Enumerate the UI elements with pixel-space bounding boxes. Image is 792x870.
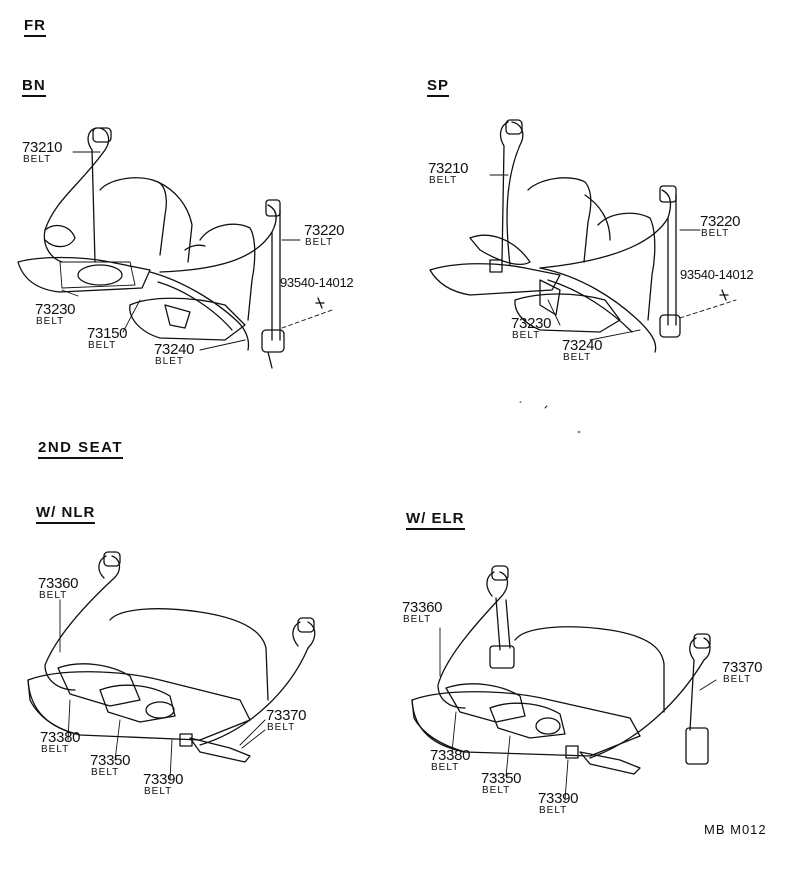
part-number: 73360 bbox=[402, 599, 443, 616]
part-name: BELT bbox=[91, 767, 120, 778]
bn-part-93540: 93540-14012 bbox=[280, 275, 354, 290]
nlr-part-73380: 73380 BELT bbox=[40, 729, 81, 756]
part-name: BELT bbox=[723, 674, 752, 685]
nlr-part-73390: 73390 BELT bbox=[143, 771, 184, 798]
part-number: 73210 bbox=[428, 160, 469, 177]
bn-part-73220: 73220 BELT bbox=[304, 222, 345, 249]
heading-sp: SP bbox=[427, 78, 450, 97]
heading-w-elr: W/ ELR bbox=[406, 511, 465, 530]
part-name: BELT bbox=[267, 722, 296, 733]
sp-illustration bbox=[429, 119, 737, 433]
nlr-part-73360: 73360 BELT bbox=[38, 575, 79, 602]
elr-illustration bbox=[411, 565, 717, 801]
bn-part-73210: 73210 BELT bbox=[22, 139, 63, 166]
part-name: BELT bbox=[23, 154, 52, 165]
elr-part-73390: 73390 BELT bbox=[538, 790, 579, 817]
part-number: 73370 bbox=[266, 707, 307, 724]
part-name: BELT bbox=[88, 340, 117, 351]
sp-part-73210: 73210 BELT bbox=[428, 160, 469, 187]
part-number: 73220 bbox=[700, 213, 741, 230]
part-number: 73210 bbox=[22, 139, 63, 156]
part-name: BELT bbox=[403, 614, 432, 625]
part-number: 73220 bbox=[304, 222, 345, 239]
sp-part-73230: 73230 BELT bbox=[511, 315, 552, 342]
bn-part-73230: 73230 BELT bbox=[35, 301, 76, 328]
part-name: BELT bbox=[482, 785, 511, 796]
part-number: 73350 bbox=[90, 752, 131, 769]
part-name: BELT bbox=[144, 786, 173, 797]
part-number: 73240 bbox=[562, 337, 603, 354]
part-name: BELT bbox=[429, 175, 458, 186]
elr-part-73360: 73360 BELT bbox=[402, 599, 443, 626]
heading-fr: FR bbox=[24, 18, 46, 37]
bn-illustration bbox=[17, 127, 333, 369]
part-name: BELT bbox=[512, 330, 541, 341]
part-number: 73350 bbox=[481, 770, 522, 787]
part-number: 73230 bbox=[511, 315, 552, 332]
part-name: BELT bbox=[39, 590, 68, 601]
nlr-part-73370: 73370 BELT bbox=[266, 707, 307, 734]
sp-part-73240: 73240 BELT bbox=[562, 337, 603, 364]
part-name: BELT bbox=[701, 228, 730, 239]
bn-part-73150: 73150 BELT bbox=[87, 325, 128, 352]
heading-bn: BN bbox=[22, 78, 46, 97]
part-number: 73240 bbox=[154, 341, 195, 358]
sp-part-73220: 73220 BELT bbox=[700, 213, 741, 240]
part-number: 73390 bbox=[143, 771, 184, 788]
part-number: 73150 bbox=[87, 325, 128, 342]
part-name: BELT bbox=[41, 744, 70, 755]
part-name: BELT bbox=[431, 762, 460, 773]
elr-part-73350: 73350 BELT bbox=[481, 770, 522, 797]
sp-part-93540: 93540-14012 bbox=[680, 267, 754, 282]
bn-part-73240: 73240 BLET bbox=[154, 341, 195, 368]
part-name: BLET bbox=[155, 356, 185, 367]
part-number: 73360 bbox=[38, 575, 79, 592]
nlr-part-73350: 73350 BELT bbox=[90, 752, 131, 779]
nlr-illustration bbox=[27, 551, 316, 781]
part-name: BELT bbox=[36, 316, 65, 327]
elr-part-73380: 73380 BELT bbox=[430, 747, 471, 774]
heading-w-nlr: W/ NLR bbox=[36, 505, 96, 524]
part-number: 73380 bbox=[40, 729, 81, 746]
heading-2nd-seat: 2ND SEAT bbox=[38, 440, 124, 459]
part-number: 73230 bbox=[35, 301, 76, 318]
part-number: 73370 bbox=[722, 659, 763, 676]
elr-part-73370: 73370 BELT bbox=[722, 659, 763, 686]
part-name: BELT bbox=[563, 352, 592, 363]
figure-reference-code: MB M012 bbox=[704, 822, 767, 837]
part-name: BELT bbox=[305, 237, 334, 248]
part-number: 73380 bbox=[430, 747, 471, 764]
part-number: 73390 bbox=[538, 790, 579, 807]
part-name: BELT bbox=[539, 805, 568, 816]
